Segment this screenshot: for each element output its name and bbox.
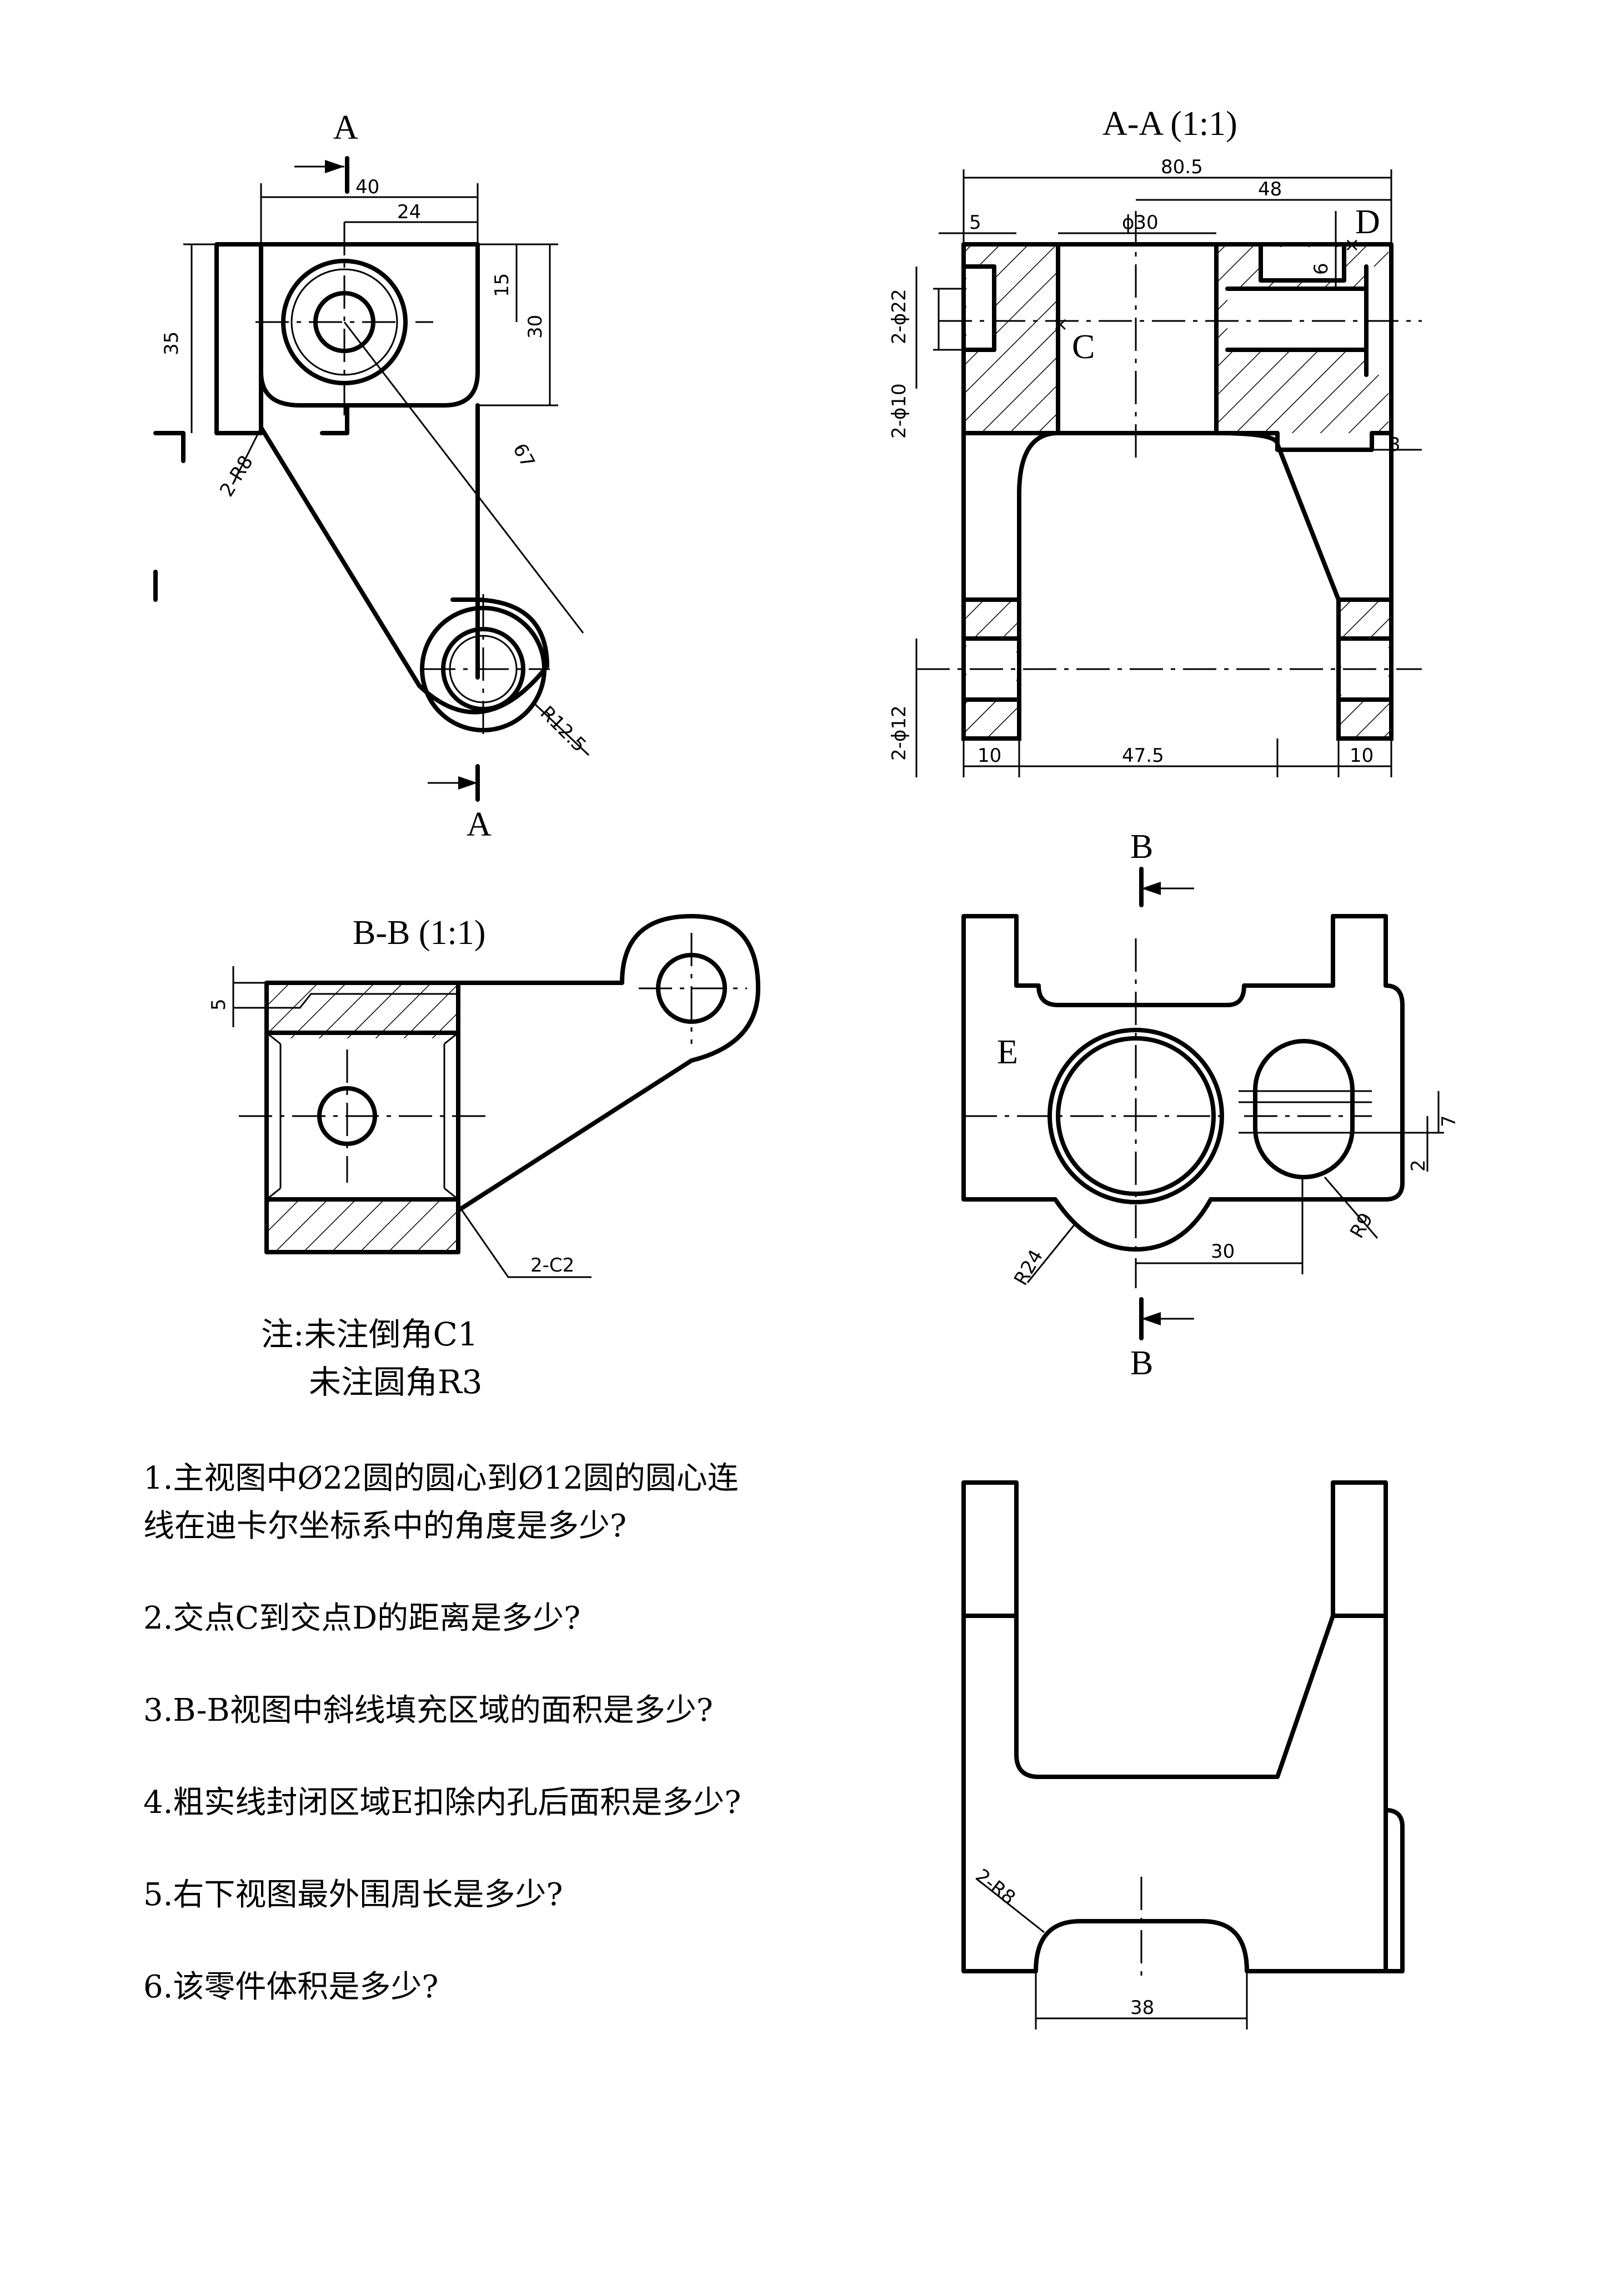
notes-block: 注:未注倒角C1 未注圆角R3 [261,1310,483,1406]
section-bb-view: B-B (1:1) 5 2-C2 [208,914,760,1278]
dim-front-40: 40 [355,176,379,198]
section-mark-b-bottom: B [1130,1344,1153,1382]
dim-front-r12-5: R12.5 [535,702,590,757]
section-mark-a-bottom: A [467,806,492,843]
point-d-label: D [1355,203,1380,241]
dim-front-15: 15 [491,273,513,297]
question-6: 6.该零件体积是多少? [143,1969,439,2005]
dim-aa-2phi10: 2-ϕ10 [888,383,910,439]
dim-bottom-38: 38 [1130,1997,1154,2019]
dim-front-24: 24 [397,201,421,223]
question-1: 1.主视图中Ø22圆的圆心到Ø12圆的圆心连 线在迪卡尔坐标系中的角度是多少? [143,1460,739,1544]
point-c-marker: × [1052,313,1069,335]
section-aa-title: A-A (1:1) [1102,105,1237,143]
dim-front-67: 67 [508,440,539,471]
point-d-marker: × [1344,234,1360,256]
region-e-label: E [997,1033,1018,1071]
dim-front-35: 35 [161,331,183,355]
dim-aa-80-5: 80.5 [1161,156,1203,178]
dim-aa-10-right: 10 [1350,745,1374,767]
dim-bb-5: 5 [208,998,230,1011]
questions-list: 1.主视图中Ø22圆的圆心到Ø12圆的圆心连 线在迪卡尔坐标系中的角度是多少? … [143,1455,921,2056]
section-mark-a-top: A [333,109,358,147]
question-3: 3.B-B视图中斜线填充区域的面积是多少? [143,1692,713,1729]
point-c-label: C [1072,328,1095,366]
question-2: 2.交点C到交点D的距离是多少? [143,1600,581,1636]
question-5: 5.右下视图最外围周长是多少? [143,1877,563,1913]
dim-front-2r8: 2-R8 [215,451,258,500]
dim-right-r24: R24 [1010,1246,1047,1289]
dim-aa-2phi12: 2-ϕ12 [888,705,910,761]
dim-aa-5: 5 [969,212,981,234]
dim-aa-47-5: 47.5 [1122,745,1164,767]
note-fillet: 未注圆角R3 [309,1363,483,1401]
dim-bottom-2r8: 2-R8 [971,1865,1020,1909]
section-mark-b-top: B [1130,828,1153,866]
question-4: 4.粗实线封闭区域E扣除内孔后面积是多少? [143,1785,741,1821]
dim-aa-6: 6 [1310,263,1332,275]
dim-right-7: 7 [1438,1115,1460,1127]
note-chamfer: 注:未注倒角C1 [261,1315,478,1353]
dim-right-r9: R9 [1346,1209,1377,1242]
dim-right-30: 30 [1211,1240,1235,1263]
dim-aa-2phi22: 2-ϕ22 [888,289,910,344]
dim-bb-2c2: 2-C2 [530,1254,574,1277]
dim-aa-3: 3 [1389,434,1401,456]
dim-right-2: 2 [1407,1159,1430,1172]
right-view: B 7 2 R9 R24 30 E B [961,828,1460,1382]
dim-aa-phi30: ϕ30 [1122,212,1159,234]
dim-aa-48: 48 [1258,178,1282,200]
front-view: A A 40 24 35 15 30 67 2-R8 R12.5 [153,109,590,843]
dim-front-30: 30 [524,315,547,339]
section-bb-title: B-B (1:1) [353,914,485,952]
bottom-right-view: 38 2-R8 [961,1480,1405,2029]
section-aa-view: A-A (1:1) 80.5 [888,105,1422,777]
dim-aa-10-left: 10 [978,745,1001,767]
